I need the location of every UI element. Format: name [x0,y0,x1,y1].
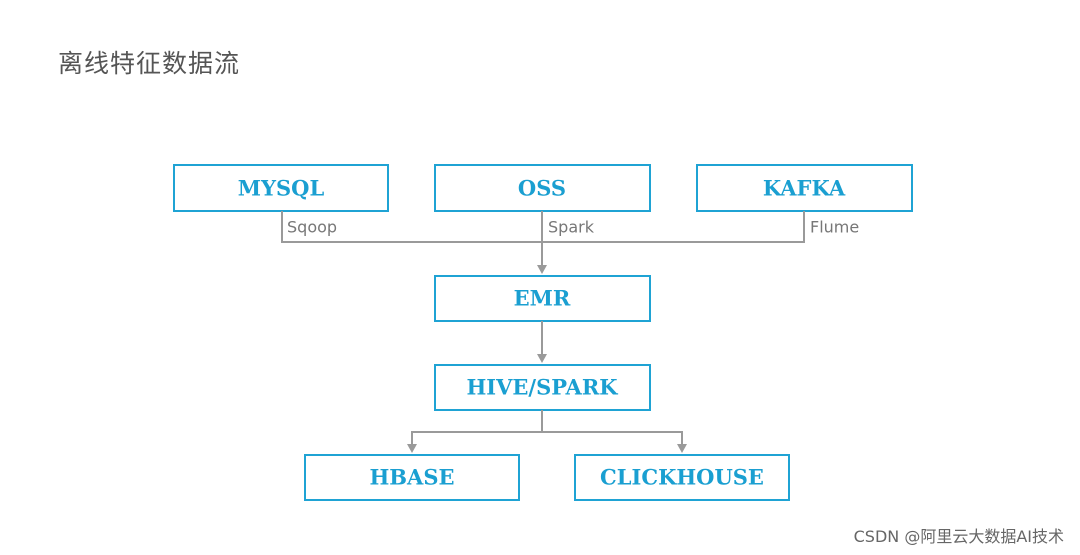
edge-label-spark: Spark [548,218,595,237]
node-emr: EMR [434,275,651,322]
node-kafka: KAFKA [696,164,913,212]
node-oss-label: OSS [518,176,566,201]
edge-kafka-emr [542,211,805,243]
node-oss: OSS [434,164,651,212]
node-hbase-label: HBASE [369,465,454,490]
arrow-to-emr [537,265,547,274]
node-mysql: MYSQL [173,164,389,212]
node-hbase: HBASE [304,454,520,501]
arrow-to-clickhouse [677,444,687,453]
edge-label-sqoop: Sqoop [287,218,337,237]
arrow-to-hive [537,354,547,363]
edge-to-hbase [411,431,542,445]
node-kafka-label: KAFKA [763,176,846,201]
edge-label-flume: Flume [810,218,859,237]
node-clickhouse: CLICKHOUSE [574,454,790,501]
page-title: 离线特征数据流 [58,49,241,78]
node-mysql-label: MYSQL [238,176,325,201]
node-clickhouse-label: CLICKHOUSE [600,465,764,490]
edge-mysql-emr [281,211,542,243]
node-emr-label: EMR [514,286,571,311]
edge-to-clickhouse [542,431,683,445]
node-hive-spark: HIVE/SPARK [434,364,651,411]
arrow-to-hbase [407,444,417,453]
watermark: CSDN @阿里云大数据AI技术 [853,527,1064,546]
node-hive-spark-label: HIVE/SPARK [466,375,618,400]
